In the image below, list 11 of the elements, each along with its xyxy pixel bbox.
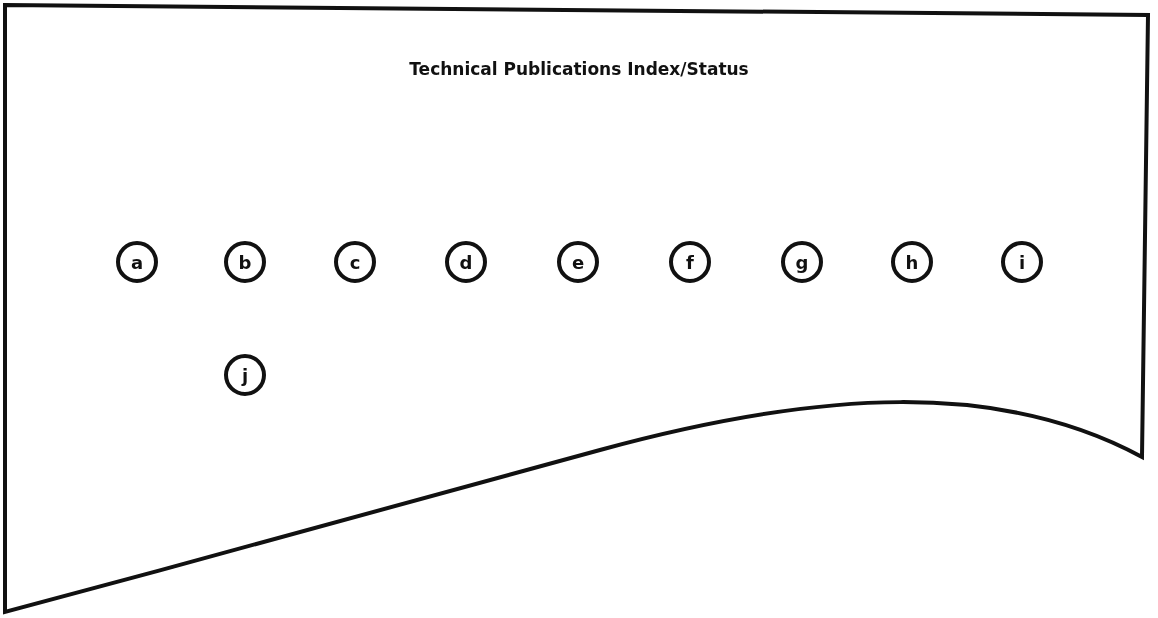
circled-letter: j <box>224 354 266 396</box>
circled-letter: e <box>557 241 599 283</box>
circled-letter: c <box>334 241 376 283</box>
circled-letter: a <box>116 241 158 283</box>
circled-letter: i <box>1001 241 1043 283</box>
circled-letter: g <box>781 241 823 283</box>
circled-letter: f <box>669 241 711 283</box>
document-title: Technical Publications Index/Status <box>408 58 750 81</box>
circled-letter: d <box>445 241 487 283</box>
circled-letter: h <box>891 241 933 283</box>
circled-letter: b <box>224 241 266 283</box>
